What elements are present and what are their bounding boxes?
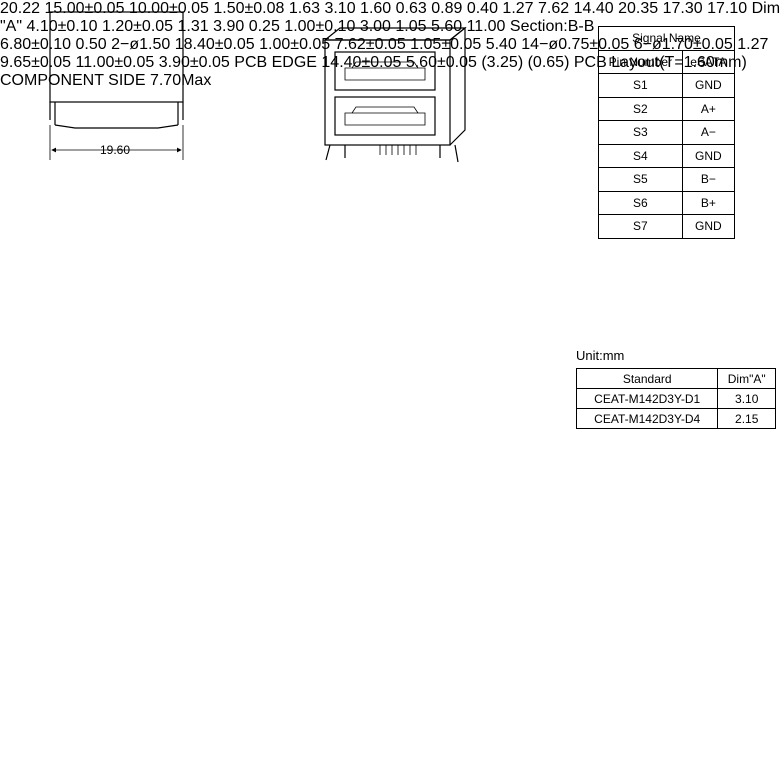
part-table-header-dim: Dim"A" [717,368,776,389]
signal-table-header-pin: Pin Number [598,49,683,74]
dim-bv-050: 0.50 [75,36,107,53]
dim-d-2035: 20.35 [618,0,659,17]
connector-isometric [323,26,467,163]
part-table-header-standard: Standard [575,368,719,389]
top-view: 19.60 [49,11,184,160]
dim-pcb-1440: 14.40±0.05 [321,54,402,71]
dim-bv-hole: 2−ø1.50 [111,36,171,53]
part-cell: CEAT-M142D3Y-D4 [575,408,719,429]
dim-cell: 3.10 [717,388,776,409]
signal-cell: B+ [681,190,736,215]
dim-top-width: 19.60 [100,143,130,157]
dim-pcb-965: 9.65±0.05 [0,54,72,71]
dim-pcb-127: 1.27 [737,36,769,53]
unit-label: Unit:mm [576,348,625,363]
dim-sec-1730: 17.30 [662,0,703,17]
dim-sec-1710: 17.10 [707,0,748,17]
pin-cell: S3 [598,120,683,145]
signal-cell: A− [681,120,736,145]
dim-pcb-540: 5.40 [485,36,517,53]
signal-cell: GND [681,214,736,239]
pin-cell: S6 [598,190,683,215]
dim-pcb-1100: 11.00±0.05 [75,54,155,71]
dim-d-127: 1.27 [502,0,534,17]
dim-sec-560: 5.60 [431,18,463,35]
dim-d-063: 0.63 [395,0,427,17]
signal-cell: GND [681,143,736,168]
dim-cell: 2.15 [717,408,776,429]
dim-pcb-390: 3.90±0.05 [158,54,230,71]
dim-pitch-15: 15.00±0.05 [44,0,125,17]
dim-h-310: 3.10 [324,0,356,17]
pcb-edge-label: PCB EDGE [234,54,317,71]
pin-cell: S2 [598,96,683,121]
dim-sec-300: 3.00 [359,18,391,35]
dim-sec-120: 1.20±0.05 [102,18,174,35]
dim-sec-131: 1.31 [177,18,209,35]
dim-pcb-560: 5.60±0.05 [405,54,477,71]
dim-pcb-325: (3.25) [481,54,524,71]
dim-pcb-065: (0.65) [527,54,570,71]
front-view: 20.22 15.00±0.05 10.00±0.05 1.50±0.08 1.… [0,0,663,17]
signal-cell: GND [681,73,736,98]
dim-sec-410: 4.10±0.10 [26,18,98,35]
dim-plug-770: 7.70Max [149,72,212,89]
component-side-label: COMPONENT SIDE [0,72,146,89]
signal-cell: B− [681,167,736,192]
dim-d-762: 7.62 [538,0,570,17]
section-label: Section:B-B [509,18,595,35]
dim-h-160: 1.60 [360,0,392,17]
back-view: 6.80±0.10 0.50 2−ø1.50 [0,36,175,53]
dim-h-150: 1.50±0.08 [213,0,285,17]
dim-d-040: 0.40 [466,0,498,17]
pin-cell: S5 [598,167,683,192]
signal-table-title: Signal Name [598,26,735,51]
section-view: 17.30 17.10 Dim "A" 4.10±0.10 1.20±0.05 … [0,0,780,35]
dim-pcb-1840: 18.40±0.05 [174,36,255,53]
esata-plug: 7.70Max [150,72,211,89]
dim-sec-100: 1.00±0.10 [284,18,356,35]
part-cell: CEAT-M142D3Y-D1 [575,388,719,409]
dim-d-1440: 14.40 [573,0,614,17]
dim-bv-680: 6.80±0.10 [0,36,72,53]
signal-table-header-signal: eSATA [681,49,736,74]
dim-sec-025: 0.25 [248,18,280,35]
dim-sec-1100: 11.00 [466,18,506,35]
pin-cell: S1 [598,73,683,98]
dim-sec-105: 1.05 [395,18,427,35]
signal-cell: A+ [681,96,736,121]
pin-cell: S7 [598,214,683,239]
dim-pitch-10: 10.00±0.05 [128,0,209,17]
dim-sec-390: 3.90 [213,18,245,35]
dim-front-width: 20.22 [0,0,41,17]
dim-pcb-100: 1.00±0.05 [259,36,331,53]
dim-h-163: 1.63 [288,0,320,17]
dim-d-089: 0.89 [431,0,463,17]
pin-cell: S4 [598,143,683,168]
dim-sec-dim-a: Dim "A" [0,0,781,35]
